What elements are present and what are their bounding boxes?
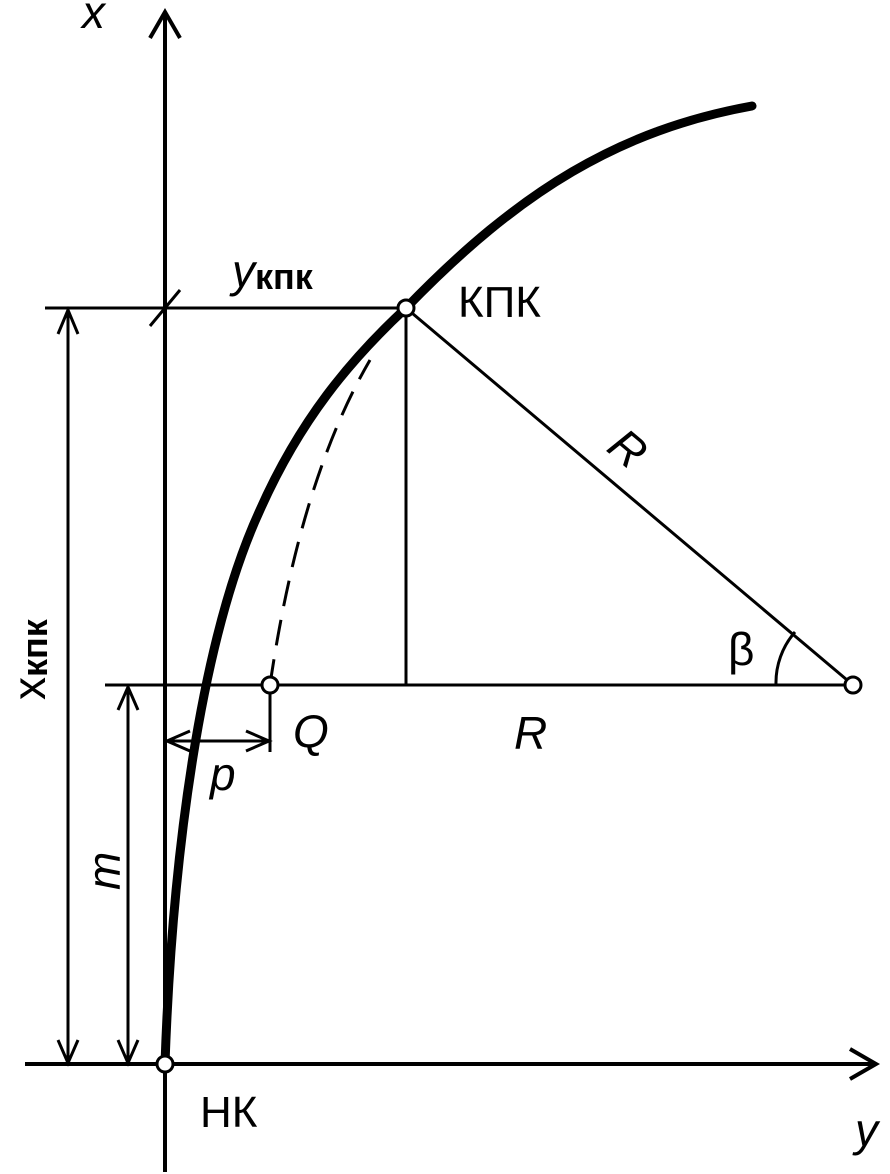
dimension-arrows [56,306,273,1067]
x-axis-label: x [80,0,107,38]
x-kpk-arrow-top [56,306,80,335]
m-arrow-top [116,683,140,711]
points [155,298,863,1074]
radius-line [405,306,854,687]
labels: x y yкпк xкпк КПК НК R R β Q p m [3,0,881,1156]
nk-point [155,1054,175,1074]
kpk-point-label: КПК [458,278,541,327]
q-point-label: Q [293,705,329,757]
construction-lines [45,289,854,752]
shifted-circle-dashed-arc [268,359,372,686]
radius-horizontal-label: R [514,707,547,759]
axes [25,7,881,1172]
x-axis-arrowhead [148,7,182,39]
p-offset-label: p [208,748,236,800]
beta-label: β [728,623,754,675]
y-axis-arrowhead [849,1047,881,1081]
radius-slant-label: R [599,418,658,479]
p-arrow-left [163,729,191,753]
nk-point-label: НК [200,1088,258,1137]
m-offset-label: m [78,852,130,890]
y-kpk-label: yкпк [229,245,314,297]
q-point [260,675,280,695]
transition-curve [160,101,757,1069]
center-point [843,675,863,695]
y-axis-label: y [852,1104,881,1156]
p-arrow-right [245,729,273,753]
x-kpk-label: xкпк [3,618,55,700]
x-kpk-arrow-bottom [56,1039,80,1067]
kpk-tick-mark [148,289,182,327]
beta-angle-arc [774,631,797,686]
kpk-point [396,298,416,318]
m-arrow-bottom [116,1039,140,1067]
